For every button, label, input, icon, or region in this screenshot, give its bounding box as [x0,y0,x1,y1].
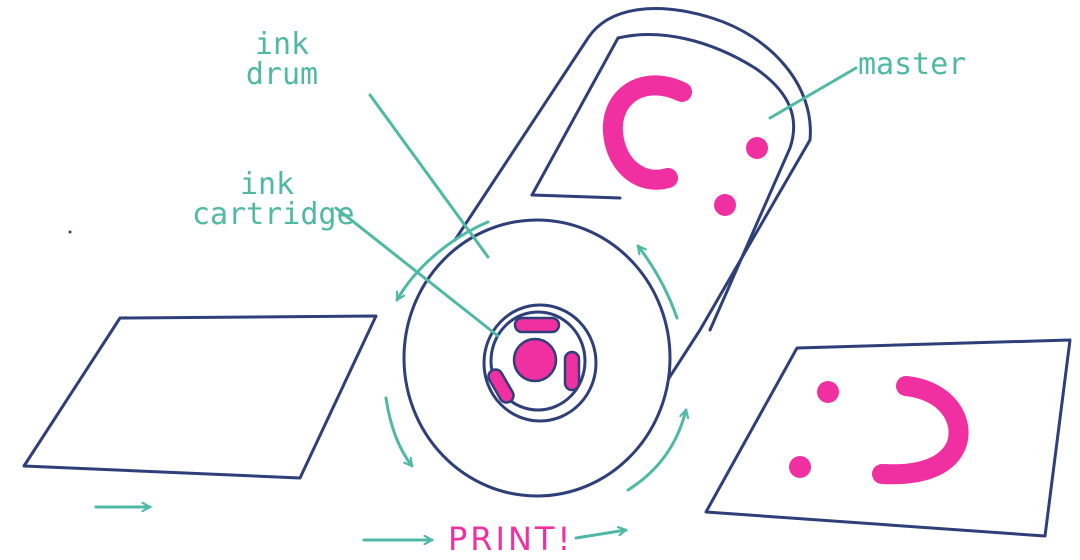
ink-slot-right [563,350,581,392]
ink-cartridge-hub [512,337,558,383]
printed-paper [704,338,1072,538]
master-sheet [530,33,796,332]
print-arrow-right [574,530,628,540]
ink-slot-top [513,316,561,334]
rotation-arrow-left [384,396,414,468]
ink-cartridge-inner [489,310,587,412]
ink-slot-bottom-left [487,368,515,404]
ink-cartridge-leader [334,206,500,338]
ink-drum-label-line1: ink [254,27,310,62]
blank-paper [22,314,378,480]
rotation-arrow-bottom-right [626,408,686,492]
ink-cartridge-label-line1: ink [239,167,295,202]
master-label: master [858,47,967,82]
ink-drum-label: ink drum [232,30,332,90]
ink-drum-leader [368,93,490,259]
ink-cartridge-label: ink cartridge [192,167,355,232]
rotation-arrow-top-left [395,220,490,302]
master-leader [768,66,858,120]
printed-eye-bottom [789,456,811,478]
master-smile-curve [602,75,692,190]
ink-cartridge-label-line2: cartridge [192,197,355,232]
drum-body [453,7,812,394]
master-eye-top [746,137,768,159]
ink-drum-label-line2: drum [245,57,319,92]
stray-dot [68,230,72,234]
printed-smile-curve [872,376,969,485]
master-sheet-edge [530,193,622,200]
master-eye-bottom [714,194,736,216]
printed-eye-top [817,381,839,403]
rotation-arrow-right [636,244,679,320]
print-label: PRINT! [448,520,574,558]
